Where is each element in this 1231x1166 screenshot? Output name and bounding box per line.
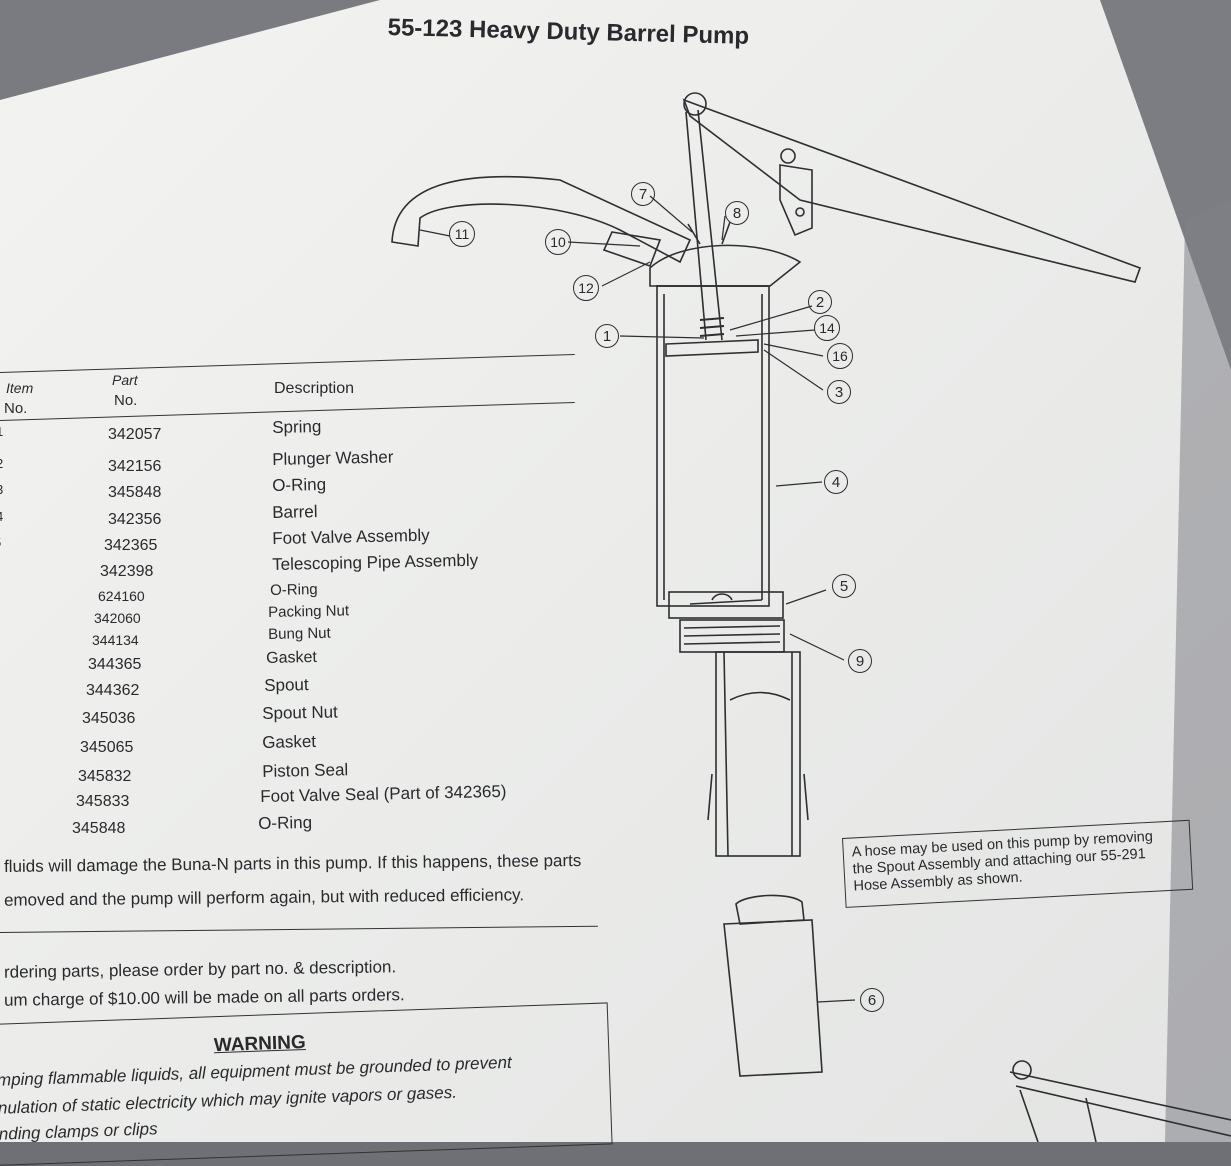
header-part-no: No. bbox=[114, 392, 138, 409]
table-row-description: Packing Nut bbox=[268, 602, 350, 621]
callout-1: 1 bbox=[595, 324, 619, 348]
table-row-description: Gasket bbox=[262, 731, 317, 752]
table-row-description: Spring bbox=[272, 416, 322, 437]
table-row-description: Spout Nut bbox=[262, 702, 338, 723]
table-row-description: Spout bbox=[264, 675, 309, 695]
callout-12: 12 bbox=[573, 275, 599, 301]
table-row-part-no: 345848 bbox=[108, 484, 162, 501]
header-part: Part bbox=[112, 372, 138, 388]
foot-valve bbox=[668, 591, 785, 653]
table-row-description: Barrel bbox=[272, 502, 318, 522]
callout-8: 8 bbox=[725, 201, 749, 225]
table-row-part-no: 342057 bbox=[108, 426, 162, 443]
header-description: Description bbox=[274, 380, 355, 397]
callout-10: 10 bbox=[545, 229, 571, 255]
table-row-description: Piston Seal bbox=[262, 760, 349, 781]
callout-11: 11 bbox=[449, 221, 475, 247]
callout-9: 9 bbox=[848, 649, 872, 673]
table-row-part-no: 344362 bbox=[86, 682, 140, 699]
table-row-part-no: 624160 bbox=[98, 588, 145, 604]
table-row-description: O-Ring bbox=[272, 474, 327, 495]
pump-handle bbox=[682, 92, 1142, 283]
table-row-description: Foot Valve Assembly bbox=[272, 525, 430, 548]
header-item-no: No. bbox=[4, 400, 28, 417]
hose bbox=[723, 894, 823, 1077]
table-row-item-no: 5 bbox=[0, 535, 1, 550]
callout-14: 14 bbox=[814, 315, 840, 341]
table-row-description: Gasket bbox=[266, 648, 318, 667]
table-row-description: O-Ring bbox=[258, 812, 313, 833]
table-row-description: O-Ring bbox=[270, 581, 318, 599]
table-row-part-no: 344134 bbox=[92, 632, 139, 648]
piston-rod bbox=[685, 109, 723, 341]
stand-fragment bbox=[1009, 1060, 1231, 1142]
callout-4: 4 bbox=[824, 470, 848, 494]
pump-diagram bbox=[391, 92, 1231, 1142]
table-row-part-no: 345832 bbox=[78, 768, 132, 785]
callout-16: 16 bbox=[827, 343, 853, 369]
table-row-item-no: 4 bbox=[0, 509, 3, 524]
callout-2: 2 bbox=[808, 290, 832, 314]
table-row-part-no: 342398 bbox=[100, 563, 154, 580]
header-item: Item bbox=[6, 380, 34, 396]
callout-3: 3 bbox=[827, 380, 851, 404]
table-row-description: Plunger Washer bbox=[272, 447, 394, 469]
table-row-description: Bung Nut bbox=[268, 624, 331, 643]
table-row-part-no: 344365 bbox=[88, 656, 142, 673]
table-row-part-no: 342356 bbox=[108, 511, 162, 528]
callout-6: 6 bbox=[860, 988, 884, 1012]
telescoping-pipe bbox=[707, 651, 809, 857]
table-row-item-no: 3 bbox=[0, 482, 3, 497]
leader-lines bbox=[419, 195, 856, 1003]
barrel bbox=[656, 285, 770, 607]
table-row-part-no: 342156 bbox=[108, 458, 162, 475]
table-row-part-no: 345833 bbox=[76, 793, 130, 810]
warning-line3: nding clamps or clips bbox=[0, 1119, 158, 1144]
table-row-part-no: 345036 bbox=[82, 710, 136, 727]
table-row-part-no: 345848 bbox=[72, 820, 126, 837]
warning-title: WARNING bbox=[213, 1032, 307, 1057]
table-row-item-no: 2 bbox=[0, 456, 3, 471]
callout-7: 7 bbox=[631, 182, 655, 206]
paper-sheet bbox=[0, 0, 1231, 1142]
table-row-item-no: 1 bbox=[0, 424, 3, 439]
table-row-part-no: 345065 bbox=[80, 739, 134, 756]
table-row-part-no: 342365 bbox=[104, 537, 158, 554]
table-row-part-no: 342060 bbox=[94, 610, 141, 626]
callout-5: 5 bbox=[832, 574, 856, 598]
warning-box: WARNING mping flammable liquids, all equ… bbox=[0, 1002, 613, 1166]
